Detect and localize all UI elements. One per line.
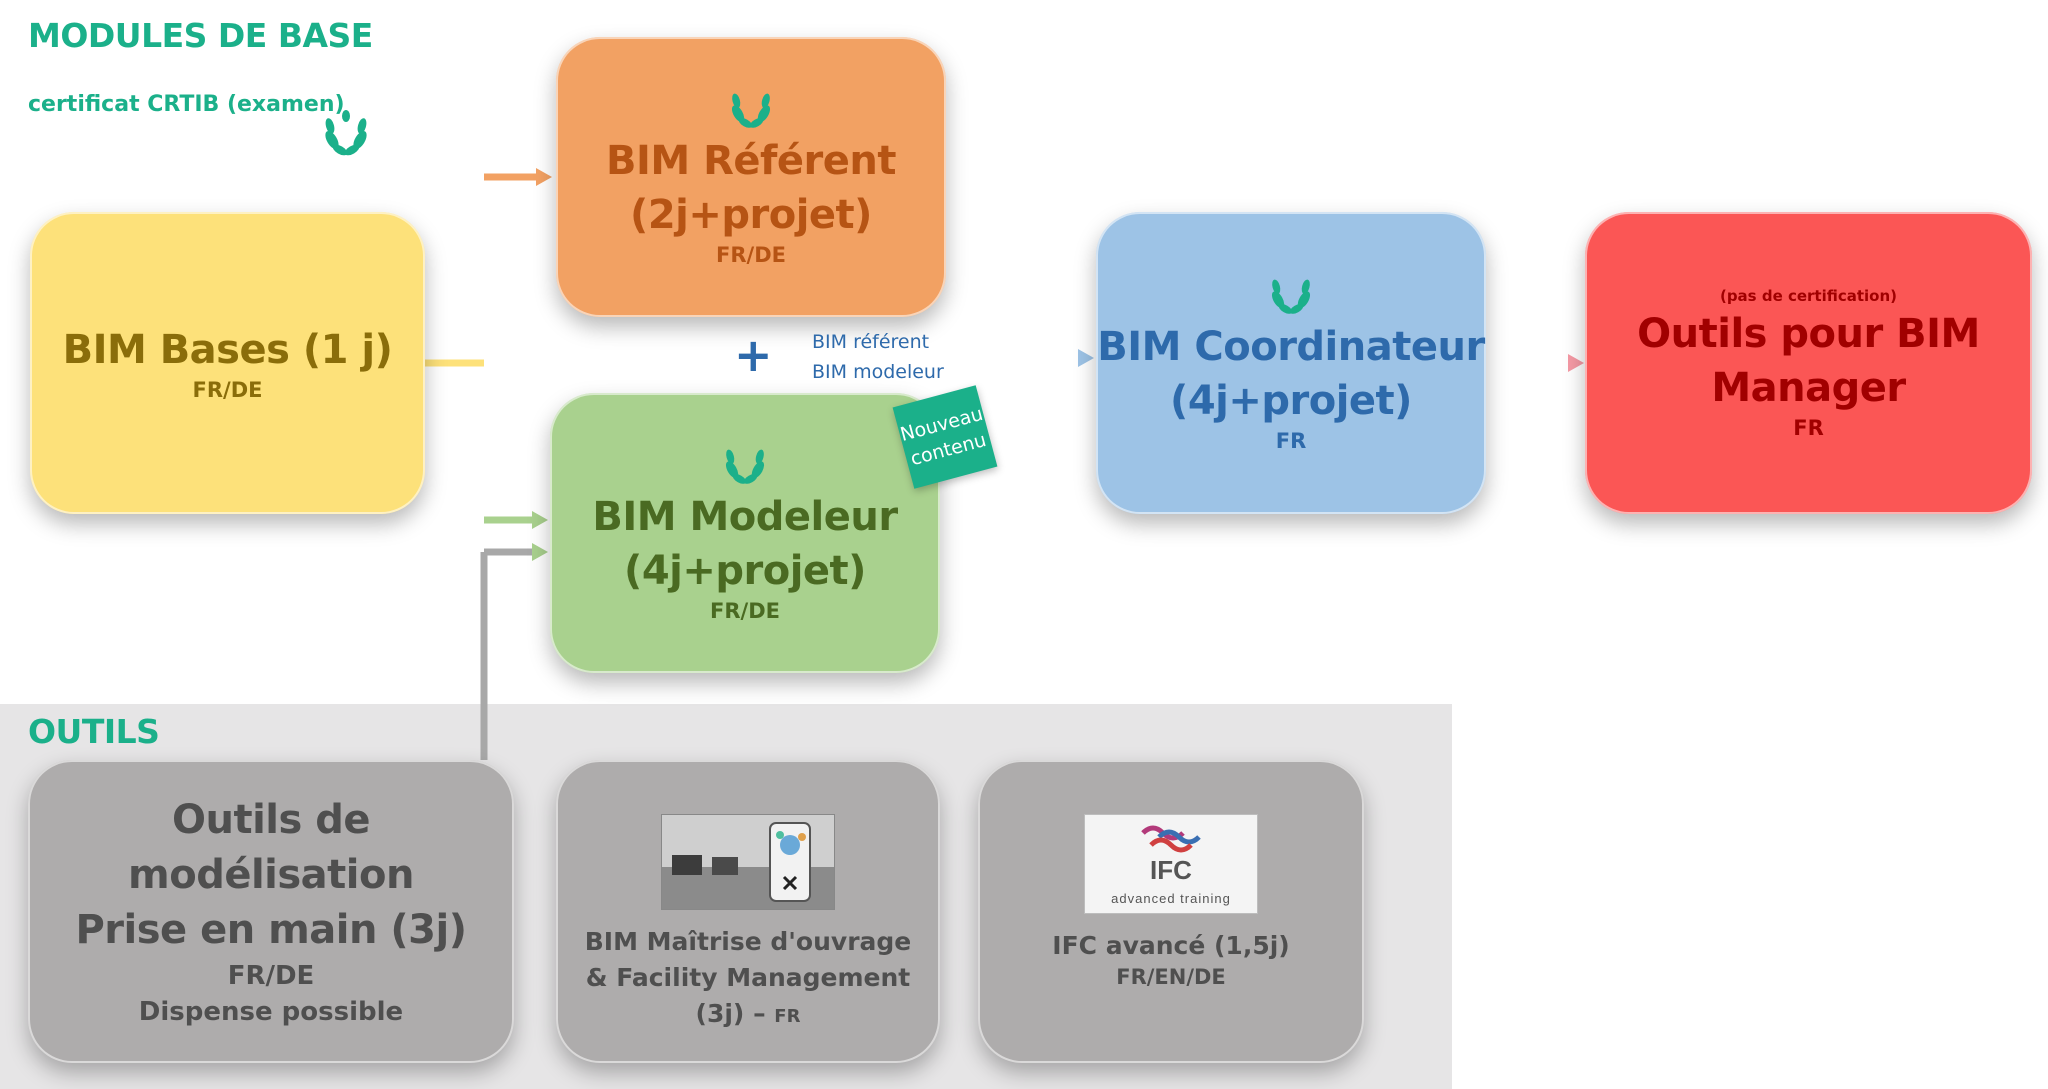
section-title-outils: OUTILS (28, 712, 160, 751)
laurel-icon (725, 449, 765, 484)
module-lang: FR (1275, 429, 1307, 453)
outil-maitrise-ouvrage: BIM Maîtrise d'ouvrage & Facility Manage… (556, 760, 940, 1063)
ifc-logo: IFC advanced training (1084, 814, 1258, 914)
module-bim-manager: (pas de certification) Outils pour BIM M… (1585, 212, 2032, 514)
module-bim-referent: BIM Référent (2j+projet) FR/DE (556, 37, 946, 317)
office-illustration (662, 815, 834, 909)
module-title-line1: BIM Coordinateur (1097, 324, 1485, 370)
outil-modelisation: Outils de modélisation Prise en main (3j… (28, 760, 514, 1063)
module-lang: FR/DE (192, 378, 263, 402)
outil-title-line1: Outils de modélisation (128, 797, 414, 898)
outil-lang: FR (774, 1006, 801, 1027)
outil-lang: FR/DE (227, 961, 315, 991)
outil-title-line2: & Facility Management (585, 963, 911, 992)
module-title-line2: Manager (1711, 365, 1906, 411)
section-title-base: MODULES DE BASE (28, 16, 373, 55)
ifc-logo-text: IFC (1150, 855, 1192, 885)
module-title-line2: (4j+projet) (1170, 378, 1412, 424)
certificat-label: certificat CRTIB (examen) (28, 92, 345, 117)
module-lang: FR/DE (710, 599, 780, 623)
module-title-line1: BIM Modeleur (592, 494, 898, 540)
module-lang: FR (1793, 416, 1824, 440)
module-bim-coordinateur: BIM Coordinateur (4j+projet) FR (1096, 212, 1486, 514)
module-title-line2: (2j+projet) (630, 192, 872, 238)
outil-lang: FR/EN/DE (1116, 965, 1226, 989)
module-note: (pas de certification) (1719, 287, 1898, 305)
outil-ifc-avance: IFC advanced training IFC avancé (1,5j) … (978, 760, 1364, 1063)
module-lang: FR/DE (716, 243, 786, 267)
connector-label-modeleur: BIM modeleur (812, 361, 944, 383)
outil-title: IFC avancé (1,5j) (1052, 931, 1290, 960)
module-bim-modeleur: BIM Modeleur (4j+projet) FR/DE (550, 393, 940, 673)
module-title-line2: (4j+projet) (624, 548, 866, 594)
outil-title-line3: (3j) – (695, 999, 775, 1028)
laurel-icon (731, 93, 771, 128)
plus-sign: + (734, 328, 773, 382)
laurel-icon (325, 110, 367, 156)
ifc-logo-graphic: IFC advanced training (1111, 825, 1231, 906)
module-title: BIM Bases (1 j) (62, 327, 393, 373)
close-x-icon (782, 875, 798, 891)
outil-note: Dispense possible (138, 997, 404, 1027)
outil-title-line2: Prise en main (3j) (75, 907, 467, 953)
laurel-icon (1271, 279, 1311, 314)
module-title-line1: Outils pour BIM (1637, 311, 1980, 357)
outil-title-line1: BIM Maîtrise d'ouvrage (584, 927, 912, 956)
ifc-logo-sub: advanced training (1111, 891, 1231, 906)
connector-label-referent: BIM référent (812, 331, 930, 353)
module-bim-bases: BIM Bases (1 j) FR/DE (30, 212, 425, 514)
office-image (661, 814, 835, 910)
module-title-line1: BIM Référent (605, 138, 897, 184)
